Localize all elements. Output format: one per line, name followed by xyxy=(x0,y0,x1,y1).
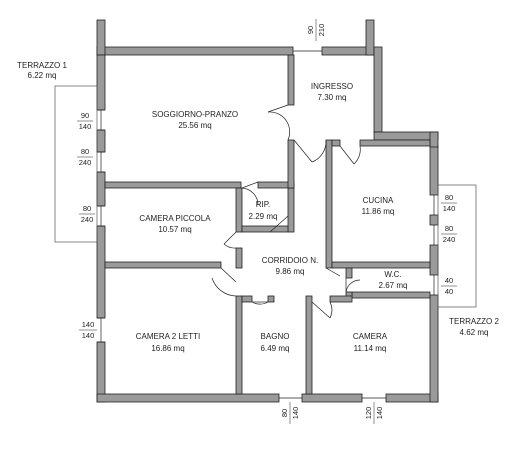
room-name-soggiorno: SOGGIORNO-PRANZO xyxy=(152,110,238,119)
dim-win-camera-2-letti-h: 140 xyxy=(82,331,95,340)
doors xyxy=(211,104,361,319)
dim-win-wc-w: 40 xyxy=(445,276,453,285)
dim-win-camera-h: 140 xyxy=(375,407,384,420)
opening-dimensions: 90 210 90 140 80 240 80 240 140 140 80 1… xyxy=(77,19,457,424)
room-area-wc: 2.67 mq xyxy=(379,281,408,290)
room-name-ripostiglio: RIP. xyxy=(256,200,271,209)
room-name-camera-piccola: CAMERA PICCOLA xyxy=(139,214,211,223)
dim-win-wc-h: 40 xyxy=(445,287,453,296)
windows xyxy=(97,50,435,399)
dim-win-soggiorno-2-h: 240 xyxy=(79,158,92,167)
room-area-camera-2-letti: 16.86 mq xyxy=(151,344,184,353)
room-labels: SOGGIORNO-PRANZO 25.56 mq INGRESSO 7.30 … xyxy=(17,61,499,353)
room-area-camera-piccola: 10.57 mq xyxy=(158,225,191,234)
room-area-ripostiglio: 2.29 mq xyxy=(249,212,278,221)
dim-win-cucina-1-w: 80 xyxy=(445,193,453,202)
dim-win-camera-piccola-w: 80 xyxy=(83,204,91,213)
dim-win-cucina-2-w: 80 xyxy=(445,224,453,233)
dim-win-camera-piccola-h: 240 xyxy=(81,215,94,224)
dim-win-camera-2-letti-w: 140 xyxy=(82,320,95,329)
room-area-terrazzo-1: 6.22 mq xyxy=(28,71,57,80)
room-name-bagno: BAGNO xyxy=(261,332,290,341)
dim-win-camera-w: 120 xyxy=(364,407,373,420)
room-area-cucina: 11.86 mq xyxy=(362,207,395,216)
room-area-camera: 11.14 mq xyxy=(354,344,387,353)
room-name-terrazzo-1: TERRAZZO 1 xyxy=(17,61,67,70)
room-area-ingresso: 7.30 mq xyxy=(318,93,347,102)
room-area-bagno: 6.49 mq xyxy=(261,344,290,353)
room-name-cucina: CUCINA xyxy=(363,196,394,205)
dim-win-soggiorno-1-h: 140 xyxy=(79,122,92,131)
dim-win-soggiorno-1-w: 90 xyxy=(81,111,89,120)
room-name-corridoio: CORRIDOIO N. xyxy=(262,256,318,265)
room-name-ingresso: INGRESSO xyxy=(311,82,353,91)
room-name-terrazzo-2: TERRAZZO 2 xyxy=(449,317,499,326)
room-area-terrazzo-2: 4.62 mq xyxy=(460,328,489,337)
room-name-camera: CAMERA xyxy=(353,332,388,341)
room-area-soggiorno: 25.56 mq xyxy=(178,121,211,130)
room-area-corridoio: 9.86 mq xyxy=(276,267,305,276)
room-name-camera-2-letti: CAMERA 2 LETTI xyxy=(136,332,200,341)
terraces xyxy=(54,85,477,308)
dim-door-ingresso-w: 90 xyxy=(306,26,315,34)
room-name-wc: W.C. xyxy=(384,270,401,279)
dim-win-bagno-w: 80 xyxy=(280,409,289,417)
dim-win-soggiorno-2-w: 80 xyxy=(81,147,89,156)
dim-win-bagno-h: 140 xyxy=(291,407,300,420)
dim-door-ingresso-h: 210 xyxy=(317,24,326,37)
dim-win-cucina-2-h: 240 xyxy=(443,235,456,244)
dim-win-cucina-1-h: 140 xyxy=(443,204,456,213)
